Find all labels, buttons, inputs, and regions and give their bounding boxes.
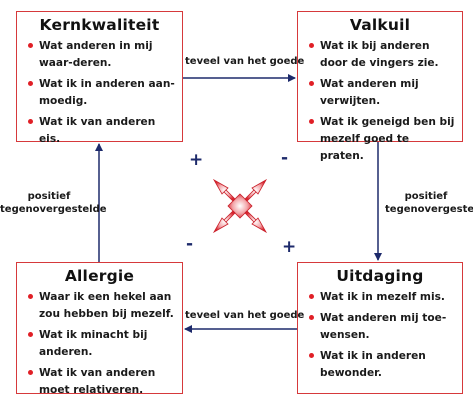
list-item: Wat ik van anderen eis. bbox=[28, 114, 176, 148]
connector-label-left: positief tegenovergestelde bbox=[0, 191, 107, 215]
bullet-icon bbox=[28, 370, 33, 375]
connector-label-bottom: teveel van het goede bbox=[185, 310, 305, 321]
allergie-list: Waar ik een hekel aan zou hebben bij mez… bbox=[17, 289, 182, 399]
connector-label-top: teveel van het goede bbox=[185, 56, 305, 67]
list-item: Wat ik van anderen moet relativeren. bbox=[28, 365, 176, 399]
kernkwaliteit-list: Wat anderen in mij waar-deren. Wat ik in… bbox=[17, 38, 182, 148]
connector-label-right: positief tegenovergestelde bbox=[385, 191, 473, 215]
allergie-title: Allergie bbox=[64, 267, 135, 285]
kernkwaliteit-box: Kernkwaliteit Wat anderen in mij waar-de… bbox=[16, 11, 183, 145]
bullet-icon bbox=[309, 119, 314, 124]
uitdaging-box: Uitdaging Wat ik in mezelf mis. Wat ande… bbox=[297, 262, 463, 394]
list-item: Wat ik in anderen aan-moedig. bbox=[28, 76, 176, 110]
uitdaging-list: Wat ik in mezelf mis. Wat anderen mij to… bbox=[298, 289, 462, 382]
bullet-icon bbox=[309, 294, 314, 299]
bullet-icon bbox=[28, 294, 33, 299]
bullet-icon bbox=[28, 81, 33, 86]
bullet-icon bbox=[28, 43, 33, 48]
valkuil-title: Valkuil bbox=[349, 16, 411, 34]
minus-sign-bottom-left: - bbox=[186, 234, 194, 254]
list-item: Wat anderen mij toe-wensen. bbox=[309, 310, 456, 344]
kernkwaliteit-title: Kernkwaliteit bbox=[39, 16, 160, 34]
list-item: Wat ik geneigd ben bij mezelf goed te pr… bbox=[309, 114, 456, 165]
minus-sign-top-right: - bbox=[281, 148, 289, 168]
bullet-icon bbox=[309, 353, 314, 358]
list-item: Waar ik een hekel aan zou hebben bij mez… bbox=[28, 289, 176, 323]
valkuil-list: Wat ik bij anderen door de vingers zie. … bbox=[298, 38, 462, 165]
allergie-box: Allergie Waar ik een hekel aan zou hebbe… bbox=[16, 262, 183, 396]
list-item: Wat ik bij anderen door de vingers zie. bbox=[309, 38, 456, 72]
center-arrows-icon bbox=[212, 178, 268, 234]
list-item: Wat ik minacht bij anderen. bbox=[28, 327, 176, 361]
bullet-icon bbox=[309, 43, 314, 48]
plus-sign-bottom-right: + bbox=[282, 237, 297, 257]
list-item: Wat ik in mezelf mis. bbox=[309, 289, 456, 306]
list-item: Wat anderen mij verwijten. bbox=[309, 76, 456, 110]
bullet-icon bbox=[309, 315, 314, 320]
list-item: Wat ik in anderen bewonder. bbox=[309, 348, 456, 382]
plus-sign-top-left: + bbox=[189, 150, 204, 170]
valkuil-box: Valkuil Wat ik bij anderen door de vinge… bbox=[297, 11, 463, 162]
bullet-icon bbox=[309, 81, 314, 86]
bullet-icon bbox=[28, 332, 33, 337]
list-item: Wat anderen in mij waar-deren. bbox=[28, 38, 176, 72]
uitdaging-title: Uitdaging bbox=[336, 267, 424, 285]
bullet-icon bbox=[28, 119, 33, 124]
